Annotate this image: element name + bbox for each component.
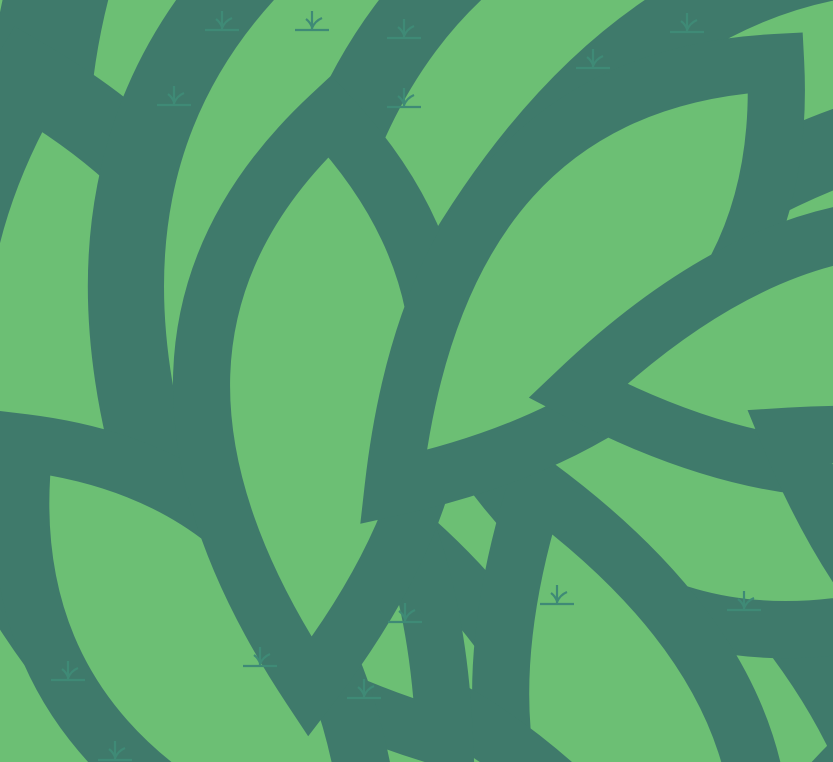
- road-diagram: CSO’ CSO 0,70 Km 26,100 S.S. 421 Molveno…: [0, 0, 833, 762]
